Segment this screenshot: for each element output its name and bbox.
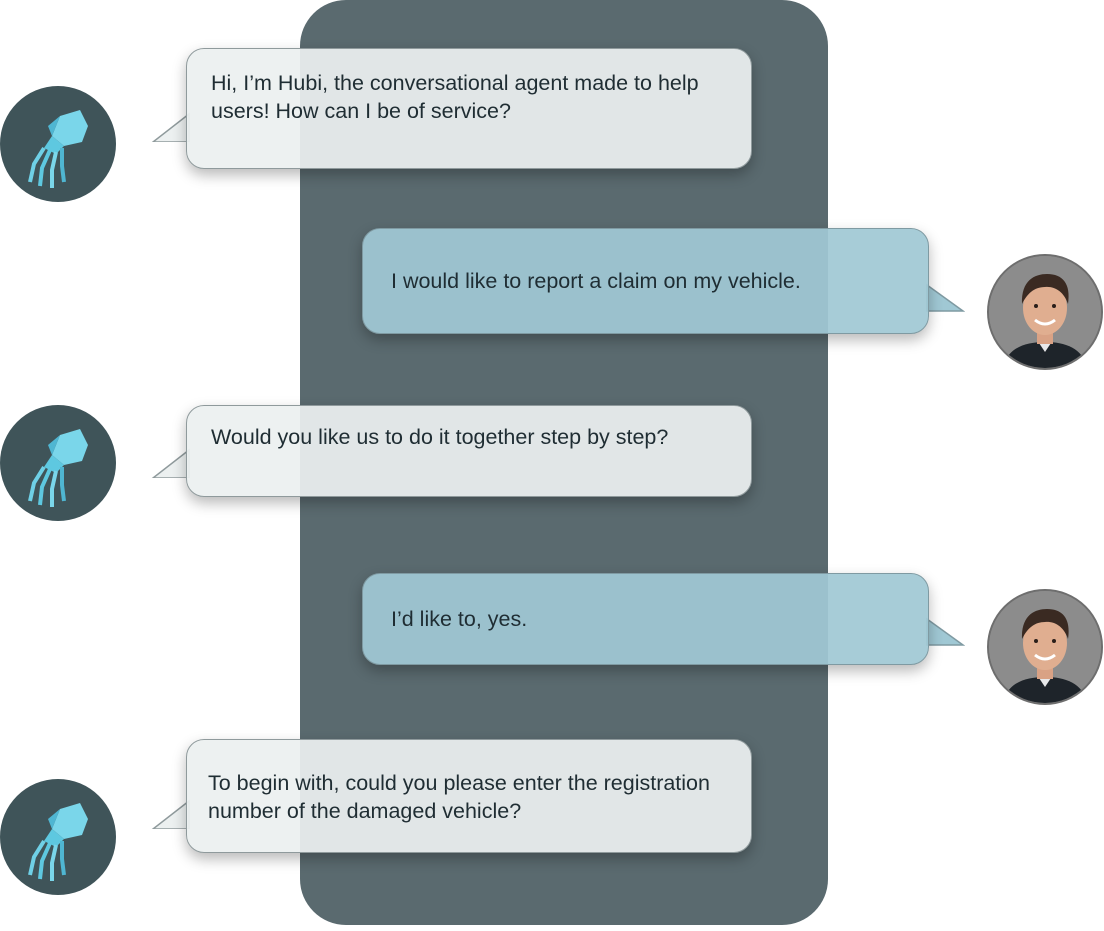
squid-icon (28, 110, 88, 188)
bot-avatar (0, 779, 116, 895)
squid-icon (28, 429, 88, 507)
message-text: Would you like us to do it together step… (211, 425, 669, 449)
user-message-bubble: I would like to report a claim on my veh… (362, 228, 929, 334)
user-avatar (987, 254, 1103, 370)
bubble-tail (926, 617, 965, 646)
bubble-tail (151, 799, 190, 829)
bot-message-bubble: Would you like us to do it together step… (186, 405, 752, 497)
user-avatar (987, 589, 1103, 705)
person-avatar (989, 591, 1101, 703)
user-message-bubble: I’d like to, yes. (362, 573, 929, 665)
bot-message-bubble: To begin with, could you please enter th… (186, 739, 752, 853)
bubble-tail (151, 448, 190, 478)
message-text: I’d like to, yes. (391, 607, 528, 631)
bot-avatar (0, 86, 116, 202)
message-text: To begin with, could you please enter th… (208, 771, 710, 823)
person-avatar (989, 256, 1101, 368)
bot-avatar (0, 405, 116, 521)
message-text: Hi, I’m Hubi, the conversational agent m… (211, 71, 699, 123)
bubble-tail (151, 112, 190, 142)
message-text: I would like to report a claim on my veh… (391, 269, 801, 293)
bot-message-bubble: Hi, I’m Hubi, the conversational agent m… (186, 48, 752, 169)
bubble-tail (926, 283, 965, 312)
squid-icon (28, 803, 88, 881)
